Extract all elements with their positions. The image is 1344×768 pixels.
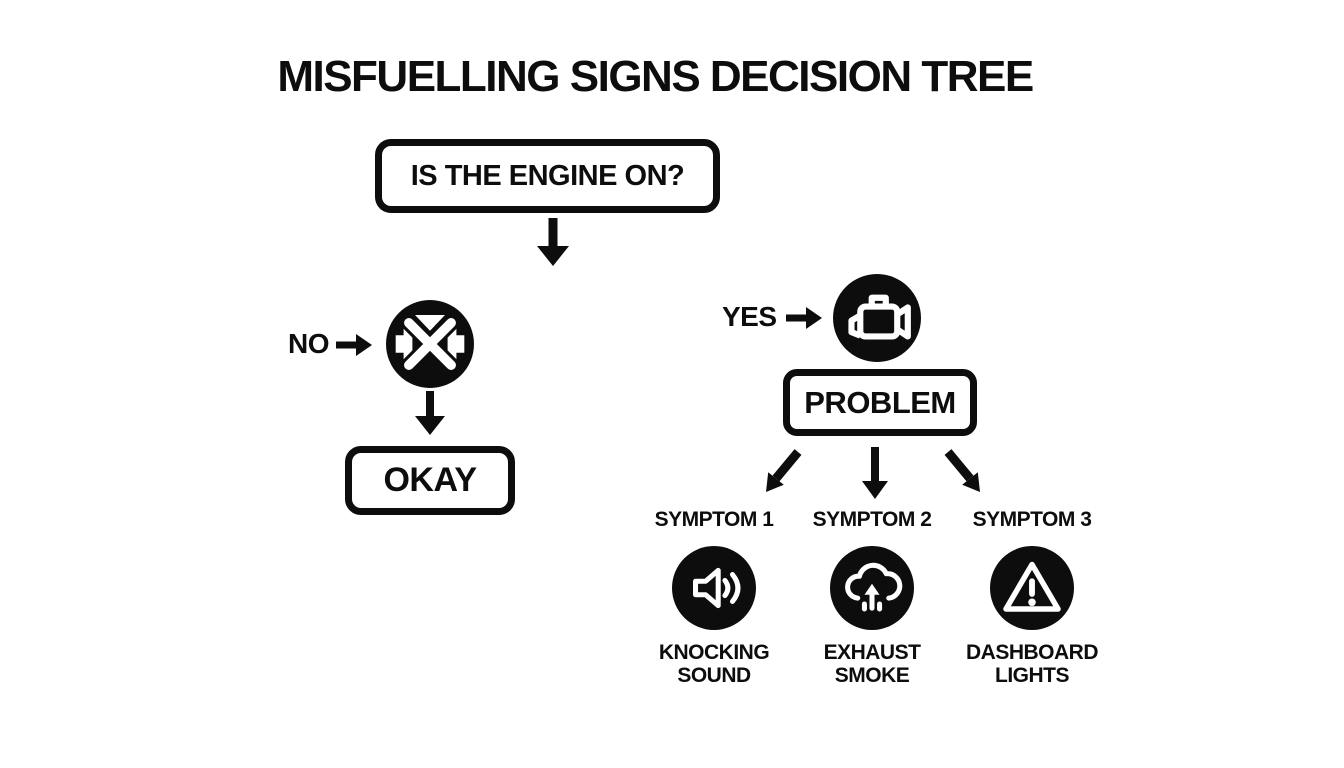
arrow-down-left-icon bbox=[766, 449, 802, 492]
arrow-down-icon bbox=[415, 391, 445, 435]
engine-off-badge bbox=[386, 300, 474, 388]
symptom-2-heading: SYMPTOM 2 bbox=[812, 508, 932, 531]
engine-badge bbox=[833, 274, 921, 362]
okay-result-label: OKAY bbox=[383, 461, 477, 499]
symptom-2-label: EXHAUST SMOKE bbox=[823, 641, 921, 687]
engine-icon bbox=[848, 294, 911, 340]
arrow-right-icon bbox=[786, 307, 822, 329]
yes-branch-label: YES bbox=[722, 301, 777, 332]
dashboard-lights-badge bbox=[990, 546, 1074, 630]
symptom-column-1: SYMPTOM 1 KNOCKING SOUND bbox=[629, 508, 799, 687]
symptom-3-label: DASHBOARD LIGHTS bbox=[966, 641, 1099, 687]
arrow-down-icon bbox=[862, 447, 888, 499]
root-question-label: IS THE ENGINE ON? bbox=[410, 159, 685, 192]
symptom-1-label: KNOCKING SOUND bbox=[658, 641, 770, 687]
problem-result-label: PROBLEM bbox=[804, 384, 956, 420]
speaker-sound-icon bbox=[693, 567, 741, 609]
symptom-column-3: SYMPTOM 3 DASHBOARD LIGHTS bbox=[947, 508, 1117, 687]
arrow-right-icon bbox=[336, 334, 372, 356]
symptom-column-2: SYMPTOM 2 EXHAUST SMOKE bbox=[787, 508, 957, 687]
page-title: MISFUELLING SIGNS DECISION TREE bbox=[277, 52, 1034, 101]
symptom-3-heading: SYMPTOM 3 bbox=[972, 508, 1092, 531]
engine-off-icon bbox=[395, 314, 465, 372]
problem-result-box: PROBLEM bbox=[783, 369, 977, 436]
arrow-down-right-icon bbox=[944, 449, 980, 492]
symptom-1-heading: SYMPTOM 1 bbox=[654, 508, 774, 531]
warning-triangle-icon bbox=[1003, 561, 1061, 612]
no-branch-label: NO bbox=[288, 328, 330, 359]
arrow-down-icon bbox=[537, 218, 569, 266]
okay-result-box: OKAY bbox=[345, 446, 515, 515]
root-question-box: IS THE ENGINE ON? bbox=[375, 139, 720, 213]
smoke-cloud-icon bbox=[845, 562, 903, 612]
exhaust-smoke-badge bbox=[830, 546, 914, 630]
knocking-sound-badge bbox=[672, 546, 756, 630]
